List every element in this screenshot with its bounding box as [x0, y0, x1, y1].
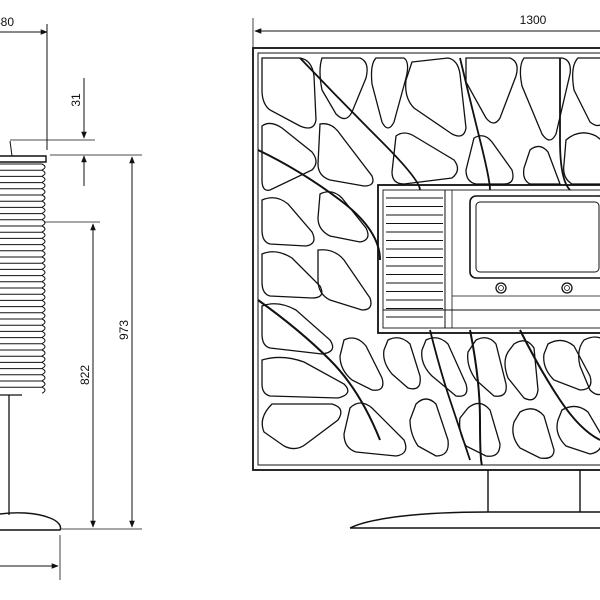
side-view: 480 31 973 822 — [0, 15, 142, 580]
rib-line — [0, 237, 46, 245]
rib-line — [0, 250, 46, 258]
firebox-panel — [377, 184, 600, 334]
rib-line — [0, 268, 46, 276]
rib-line — [0, 206, 46, 214]
front-view: 1300 — [252, 13, 600, 529]
rib-line — [0, 281, 46, 289]
dim-width: 1300 — [252, 13, 600, 48]
rib-line — [0, 231, 46, 239]
knob-right — [561, 282, 573, 294]
branch-pattern — [257, 57, 600, 466]
rib-line — [0, 343, 46, 351]
dim-depth-label: 480 — [0, 15, 14, 29]
rib-line — [0, 330, 46, 338]
rib-line — [0, 256, 46, 264]
dim-body-height-label: 822 — [78, 365, 92, 385]
rib-line — [0, 225, 46, 233]
rib-line — [0, 244, 46, 252]
rib-line — [0, 306, 46, 314]
dim-total-height: 973 — [50, 154, 142, 530]
rib-line — [0, 374, 46, 382]
rib-line — [0, 175, 46, 183]
rib-line — [0, 219, 46, 227]
rib-line — [0, 200, 46, 208]
rib-line — [0, 337, 46, 345]
rib-line — [0, 163, 46, 171]
rib-line — [0, 275, 46, 283]
rib-line — [0, 194, 46, 202]
rib-line — [0, 188, 46, 196]
dim-total-height-label: 973 — [117, 320, 131, 340]
rib-line — [0, 213, 46, 221]
rib-line — [0, 169, 46, 177]
dim-top-gap-label: 31 — [69, 93, 83, 107]
dim-top-gap: 31 — [10, 78, 95, 186]
dim-depth: 480 — [0, 15, 48, 150]
knob-left — [495, 282, 507, 294]
rib-line — [0, 386, 46, 394]
rib-line — [0, 262, 46, 270]
side-ribbed-body — [0, 163, 46, 394]
rib-line — [0, 324, 46, 332]
rib-line — [0, 349, 46, 357]
rib-line — [0, 361, 46, 369]
rib-line — [0, 355, 46, 363]
dim-body-height: 822 — [44, 221, 100, 528]
firebox-window — [469, 195, 600, 279]
louver-grille — [386, 197, 443, 318]
rib-line — [0, 368, 46, 376]
front-base — [349, 470, 600, 529]
rib-line — [0, 299, 46, 307]
dim-width-label: 1300 — [520, 13, 547, 27]
rib-line — [0, 287, 46, 295]
rib-line — [0, 312, 46, 320]
rib-line — [0, 380, 46, 388]
rib-line — [0, 318, 46, 326]
rib-line — [0, 182, 46, 190]
rib-line — [0, 293, 46, 301]
